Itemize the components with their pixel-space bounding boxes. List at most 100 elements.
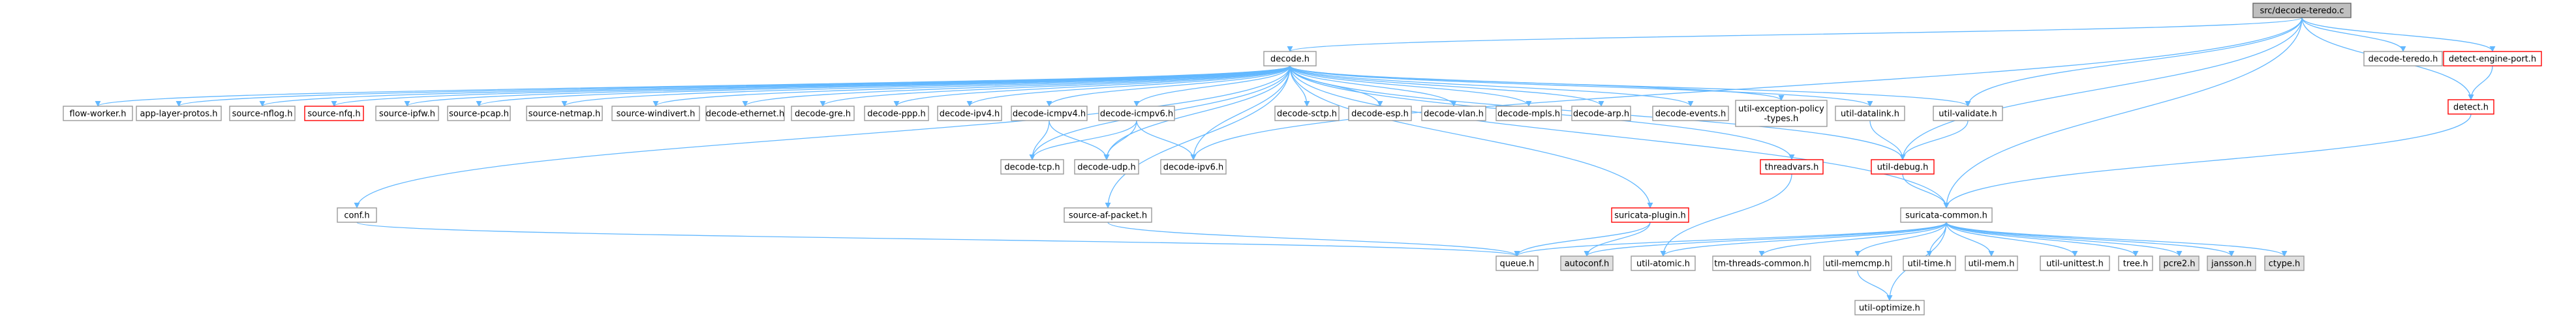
node-decode[interactable]: decode.h (1263, 51, 1317, 66)
node-box (1903, 255, 1956, 271)
node-decode-gre[interactable]: decode-gre.h (791, 106, 855, 121)
node-suricata-common[interactable]: suricata-common.h (1900, 207, 1993, 223)
node-box (1098, 106, 1175, 121)
node-util-optimize[interactable]: util-optimize.h (1854, 300, 1925, 315)
node-decode-ethernet[interactable]: decode-ethernet.h (705, 106, 785, 121)
node-util-mem[interactable]: util-mem.h (1965, 255, 2018, 271)
node-decode-ppp[interactable]: decode-ppp.h (864, 106, 929, 121)
node-box (1871, 159, 1935, 175)
node-suricata-plugin[interactable]: suricata-plugin.h (1611, 207, 1689, 223)
edge-util-datalink-to-util-debug (1869, 120, 1906, 160)
node-label: decode-gre.h (795, 109, 851, 119)
node-decode-arp[interactable]: decode-arp.h (1571, 106, 1631, 121)
node-jansson[interactable]: jansson.h (2207, 255, 2256, 271)
node-box (2252, 3, 2352, 18)
node-box (1495, 106, 1562, 121)
node-decode-sctp[interactable]: decode-sctp.h (1274, 106, 1340, 121)
node-util-datalink[interactable]: util-datalink.h (1835, 106, 1905, 121)
node-box (375, 106, 439, 121)
node-detect-engine-port[interactable]: detect-engine-port.h (2443, 51, 2542, 66)
node-decode-esp[interactable]: decode-esp.h (1348, 106, 1412, 121)
node-source-nfq[interactable]: source-nfq.h (304, 106, 364, 121)
node-source-nflog[interactable]: source-nflog.h (229, 106, 296, 121)
node-source-windivert[interactable]: source-windivert.h (611, 106, 700, 121)
node-decode-events[interactable]: decode-events.h (1652, 106, 1729, 121)
node-decode-udp[interactable]: decode-udp.h (1074, 159, 1139, 175)
node-pcre2[interactable]: pcre2.h (2159, 255, 2200, 271)
node-box (1652, 106, 1729, 121)
node-label: util-unittest.h (2046, 259, 2104, 269)
node-conf[interactable]: conf.h (337, 207, 377, 223)
edge-suricata-common-to-autoconf (1584, 222, 1947, 257)
node-threadvars[interactable]: threadvars.h (1760, 159, 1824, 175)
edge-decode-to-decode-icmpv6 (1133, 65, 1291, 107)
edge-root-to-decode (1287, 17, 2303, 52)
edge-decode-to-source-ipfw (404, 65, 1291, 107)
node-label: source-nfq.h (307, 109, 360, 119)
node-label: util-datalink.h (1841, 109, 1899, 119)
node-label: decode-icmpv6.h (1100, 109, 1173, 119)
node-flow-worker[interactable]: flow-worker.h (63, 106, 133, 121)
edge-decode-to-flow-worker (95, 65, 1291, 107)
edge-decode-to-source-pcap (476, 65, 1291, 107)
node-decode-icmpv4[interactable]: decode-icmpv4.h (1011, 106, 1088, 121)
node-decode-ipv6[interactable]: decode-ipv6.h (1160, 159, 1227, 175)
edge-suricata-common-to-util-atomic (1660, 222, 1947, 257)
node-label: source-netmap.h (529, 109, 600, 119)
edge-suricata-common-to-jansson (1946, 222, 2235, 257)
node-autoconf[interactable]: autoconf.h (1560, 255, 1614, 271)
node-source-af-packet[interactable]: source-af-packet.h (1064, 207, 1152, 223)
node-box (304, 106, 364, 121)
node-label: conf.h (344, 211, 369, 221)
edge-suricata-common-to-tm-threads-common (1758, 222, 1947, 257)
node-label: ctype.h (2269, 259, 2301, 269)
node-tm-threads-common[interactable]: tm-threads-common.h (1712, 255, 1811, 271)
node-app-layer-protos[interactable]: app-layer-protos.h (136, 106, 222, 121)
node-decode-tcp[interactable]: decode-tcp.h (1000, 159, 1064, 175)
edge-suricata-plugin-to-autoconf (1584, 222, 1651, 257)
node-decode-icmpv6[interactable]: decode-icmpv6.h (1098, 106, 1175, 121)
node-label: queue.h (1499, 259, 1534, 269)
edge-decode-to-decode-mpls (1289, 65, 1532, 107)
edge-decode-to-decode-ipv4 (966, 65, 1291, 107)
node-util-debug[interactable]: util-debug.h (1871, 159, 1935, 175)
node-box (937, 106, 1002, 121)
node-label: app-layer-protos.h (140, 109, 217, 119)
node-tree[interactable]: tree.h (2118, 255, 2153, 271)
edge-decode-to-decode-ppp (893, 65, 1291, 107)
node-label: decode-ethernet.h (706, 109, 784, 119)
node-label: source-ipfw.h (379, 109, 435, 119)
node-decode-vlan[interactable]: decode-vlan.h (1421, 106, 1486, 121)
edge-suricata-common-to-util-unittest (1946, 222, 2078, 257)
edge-decode-to-decode-arp (1289, 65, 1604, 107)
edge-decode-to-suricata-common (1289, 65, 1950, 209)
node-label: threadvars.h (1765, 163, 1819, 173)
node-label: source-windivert.h (617, 109, 696, 119)
node-util-atomic[interactable]: util-atomic.h (1631, 255, 1696, 271)
node-source-netmap[interactable]: source-netmap.h (526, 106, 603, 121)
node-label: util-time.h (1908, 259, 1952, 269)
node-decode-ipv4[interactable]: decode-ipv4.h (937, 106, 1002, 121)
node-label: -types.h (1764, 114, 1799, 124)
node-label: suricata-plugin.h (1614, 211, 1685, 221)
node-queue[interactable]: queue.h (1495, 255, 1539, 271)
node-util-validate[interactable]: util-validate.h (1933, 106, 2003, 121)
node-label: decode-udp.h (1077, 163, 1135, 173)
node-decode-teredo[interactable]: decode-teredo.h (2363, 51, 2443, 66)
node-label: util-exception-policy (1738, 104, 1824, 114)
node-util-unittest[interactable]: util-unittest.h (2040, 255, 2110, 271)
node-root[interactable]: src/decode-teredo.c (2252, 3, 2352, 18)
node-source-pcap[interactable]: source-pcap.h (447, 106, 511, 121)
node-util-memcmp[interactable]: util-memcmp.h (1823, 255, 1892, 271)
node-source-ipfw[interactable]: source-ipfw.h (375, 106, 439, 121)
node-util-time[interactable]: util-time.h (1903, 255, 1956, 271)
node-util-exception-policy[interactable]: util-exception-policy-types.h (1735, 100, 1828, 127)
node-detect[interactable]: detect.h (2447, 99, 2494, 115)
node-box (864, 106, 929, 121)
node-decode-mpls[interactable]: decode-mpls.h (1495, 106, 1562, 121)
node-box (1735, 100, 1828, 127)
node-ctype[interactable]: ctype.h (2264, 255, 2305, 271)
node-box (1631, 255, 1696, 271)
edge-root-to-decode-ipv6 (1190, 17, 2303, 160)
